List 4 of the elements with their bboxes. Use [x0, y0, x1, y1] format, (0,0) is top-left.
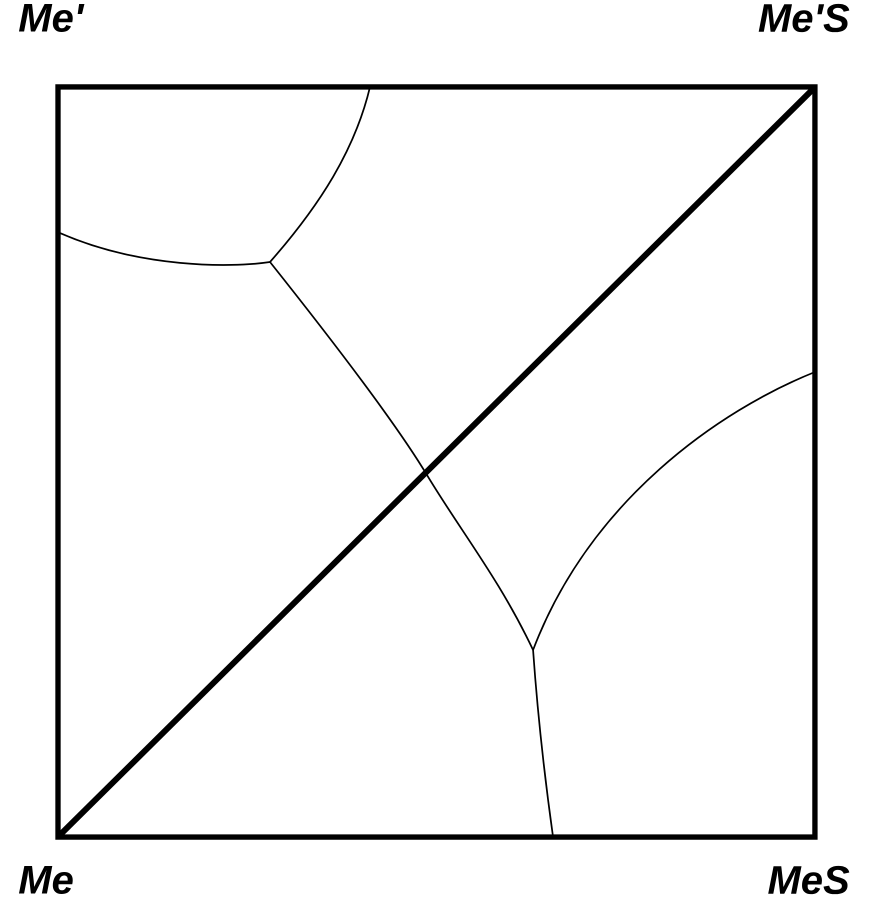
corner-label: Me' — [18, 4, 84, 32]
corner-label: Me — [18, 866, 73, 894]
corner-label: Me'S — [758, 4, 850, 32]
corner-label: MeS — [768, 866, 850, 894]
